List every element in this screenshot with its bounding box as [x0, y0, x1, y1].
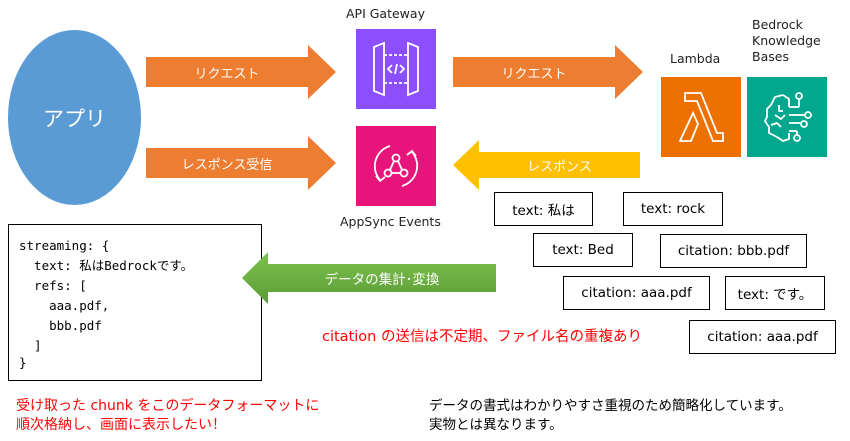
- bedrock-kb-label-2: Knowledge: [752, 33, 821, 48]
- data-format-box: streaming: { text: 私はBedrockです。 refs: [ …: [8, 224, 262, 381]
- response-receive-arrow-shape: [146, 136, 336, 190]
- response-arrow-label: レスポンス: [527, 159, 592, 175]
- response-receive-arrow: レスポンス受信: [146, 136, 336, 190]
- response-receive-arrow-label: レスポンス受信: [181, 157, 273, 173]
- code-line: }: [19, 355, 27, 370]
- code-line: streaming: {: [19, 238, 110, 253]
- chunk-box: text: です。: [725, 276, 825, 310]
- request-arrow-left: リクエスト: [146, 45, 336, 99]
- response-arrow-shape: [453, 140, 640, 190]
- code-line: bbb.pdf: [19, 318, 102, 333]
- chunk-box: citation: aaa.pdf: [563, 276, 710, 310]
- chunk-box: text: 私は: [494, 192, 593, 226]
- response-arrow: レスポンス: [453, 140, 640, 190]
- chunk-box: text: rock: [623, 192, 723, 226]
- request-arrow-right: リクエスト: [453, 45, 643, 99]
- lambda-icon: [661, 77, 741, 157]
- code-line: ]: [19, 338, 42, 353]
- aggregate-arrow: データの集計･変換: [242, 252, 498, 304]
- app-label: アプリ: [43, 106, 106, 131]
- bedrock-knowledge-bases-icon: [747, 77, 827, 157]
- bedrock-kb-label-3: Bases: [752, 49, 789, 64]
- aggregate-arrow-label: データの集計･変換: [324, 272, 440, 288]
- bedrock-kb-label-1: Bedrock: [752, 17, 803, 32]
- app-node: アプリ: [8, 30, 141, 205]
- aggregate-arrow-shape: [242, 252, 496, 304]
- disclaimer-line-2: 実物とは異なります。: [429, 417, 563, 433]
- goal-note-line-1: 受け取った chunk をこのデータフォーマットに: [16, 398, 320, 414]
- chunk-box: citation: aaa.pdf: [689, 320, 836, 354]
- request-arrow-right-label: リクエスト: [501, 66, 567, 82]
- api-gateway-icon: [356, 29, 436, 109]
- lambda-label: Lambda: [670, 51, 721, 66]
- appsync-events-label: AppSync Events: [340, 214, 441, 229]
- citation-note: citation の送信は不定期、ファイル名の重複あり: [322, 329, 642, 345]
- code-line: refs: [: [19, 278, 87, 293]
- chunk-box: text: Bed: [533, 233, 633, 267]
- goal-note-line-2: 順次格納し、画面に表示したい！: [16, 417, 226, 433]
- appsync-events-icon: [356, 126, 436, 206]
- request-arrow-left-shape: [146, 45, 336, 99]
- request-arrow-right-shape: [453, 45, 643, 99]
- chunk-box: citation: bbb.pdf: [660, 234, 807, 268]
- request-arrow-left-label: リクエスト: [194, 66, 260, 82]
- code-line: text: 私はBedrockです。: [19, 258, 194, 273]
- api-gateway-label: API Gateway: [346, 6, 425, 21]
- code-line: aaa.pdf,: [19, 298, 110, 313]
- disclaimer-line-1: データの書式はわかりやすさ重視のため簡略化しています。: [429, 398, 792, 414]
